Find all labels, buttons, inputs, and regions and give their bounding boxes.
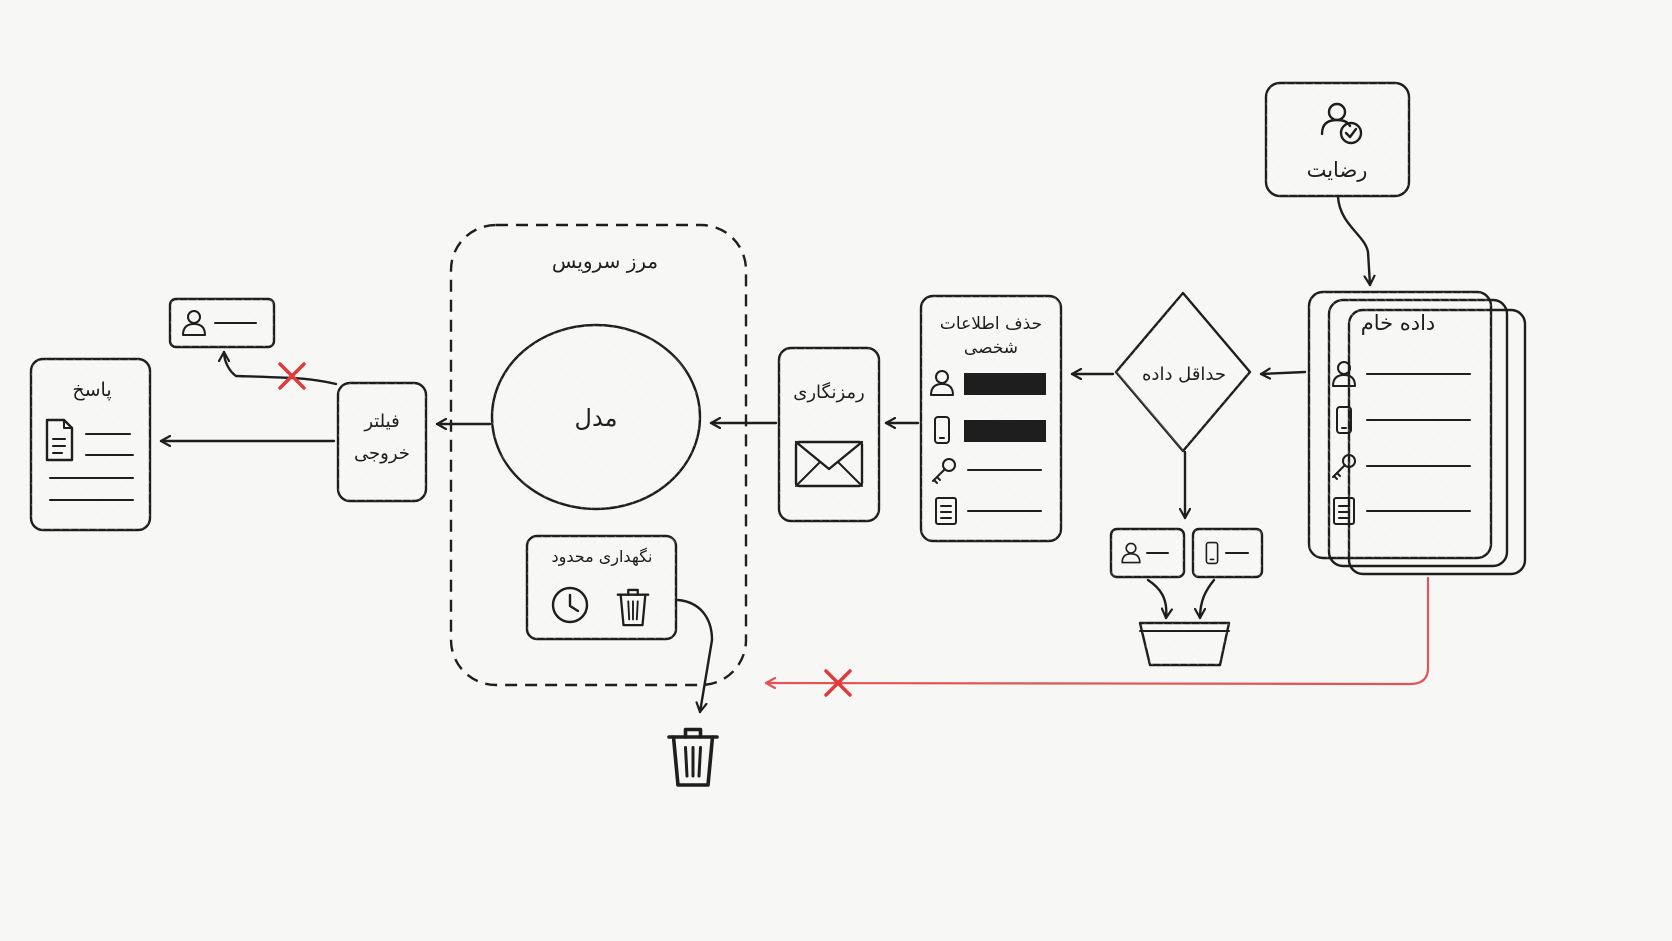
response-node: پاسخ	[29, 357, 152, 532]
model-node: مدل	[490, 323, 702, 511]
encryption-label: رمزنگاری	[793, 381, 864, 403]
user-check-icon	[1320, 102, 1363, 145]
pii-removal-label-line2: شخصی	[964, 338, 1018, 358]
trash-icon	[616, 588, 650, 627]
discarded-fields	[1109, 527, 1264, 579]
redaction-bar	[964, 420, 1046, 442]
document-icon	[45, 418, 74, 462]
pii-removal-label-line1: حذف اطلاعات	[940, 314, 1042, 334]
encryption-node: رمزنگاری	[777, 346, 881, 523]
minimize-label: حداقل داده	[1142, 364, 1226, 385]
retention-node: نگهداری محدود	[525, 534, 678, 641]
raw-data-label: داده خام	[1361, 311, 1436, 335]
model-label: مدل	[575, 404, 618, 432]
arrow-retention-to-deletion	[676, 598, 714, 714]
data-minimization-node: حداقل داده	[1114, 291, 1252, 453]
arrow-raw-data-to-minimize	[1259, 372, 1307, 374]
pii-removal-node: حذف اطلاعات شخصی	[919, 294, 1063, 543]
redaction-bar	[964, 373, 1046, 395]
clock-icon	[551, 586, 589, 624]
arrow-field-right-to-bin	[1200, 578, 1216, 620]
consent-node: رضایت	[1264, 81, 1411, 198]
red-arrow-raw-data-bypass	[764, 576, 1430, 684]
arrow-field-left-to-bin	[1146, 578, 1166, 620]
deletion-trash-icon	[667, 727, 719, 787]
basket-icon	[1138, 621, 1231, 667]
response-label: پاسخ	[72, 379, 111, 401]
output-filter-label-line1: فیلتر	[363, 411, 399, 432]
blocked-pii-card	[168, 297, 276, 349]
output-filter-node: فیلتر خروجی	[336, 381, 428, 503]
retention-label: نگهداری محدود	[552, 547, 653, 567]
envelope-icon	[794, 440, 864, 488]
consent-label: رضایت	[1307, 158, 1368, 182]
service-boundary: مرز سرویس	[449, 223, 748, 687]
arrow-consent-to-raw-data	[1336, 195, 1370, 287]
blocked-pii-x-mark-icon	[278, 362, 306, 390]
arrow-filter-blocked-pii	[224, 350, 338, 386]
connectors	[159, 195, 1430, 714]
output-filter-label-line2: خروجی	[354, 443, 410, 464]
raw-data-node: داده خام	[1307, 290, 1527, 576]
service-boundary-label: مرز سرویس	[552, 249, 658, 273]
